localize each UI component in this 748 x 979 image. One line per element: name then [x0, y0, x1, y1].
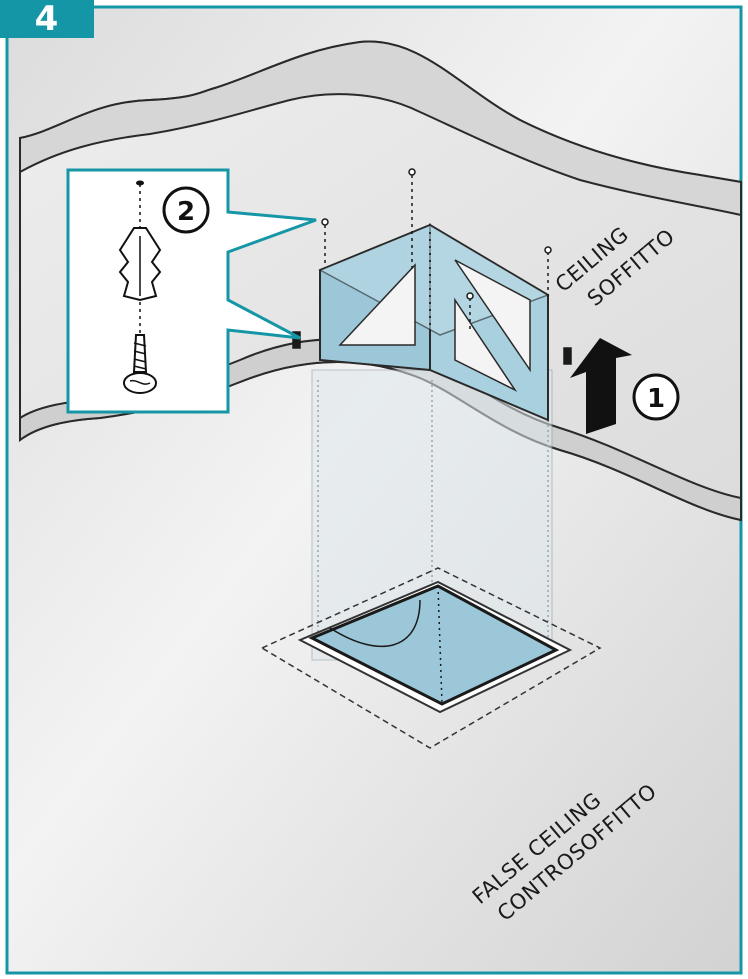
step-2-number: 2	[177, 197, 195, 227]
step-1-circle	[632, 373, 680, 421]
screw-icon	[123, 334, 157, 394]
step-1-number: 1	[647, 384, 665, 414]
up-arrow-icon	[570, 338, 632, 434]
wall-plug-icon	[118, 227, 162, 302]
step-2-circle	[162, 186, 210, 234]
step-number-badge: 4	[0, 0, 94, 39]
fixing-detail-callout: 2	[66, 168, 317, 414]
false-ceiling-cutout	[260, 567, 602, 749]
bracket-screws	[292, 168, 572, 365]
ceiling-bracket	[318, 223, 550, 422]
ceiling-slab-edge	[19, 40, 742, 217]
